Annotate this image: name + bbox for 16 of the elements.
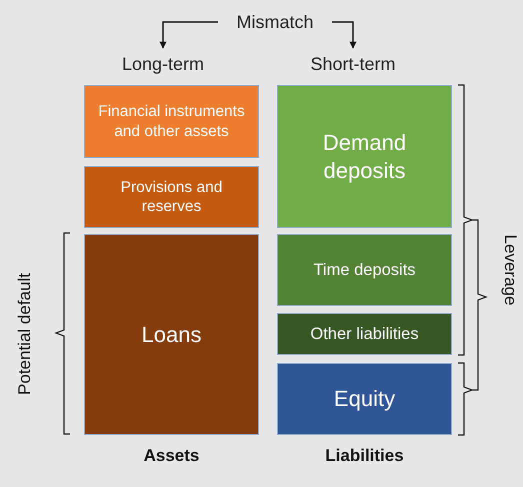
arrow	[332, 21, 356, 49]
arrow	[160, 21, 218, 49]
column-heading: Long-term	[108, 48, 218, 80]
bracket-label: Potential default	[14, 272, 35, 397]
asset-block: Provisions and reserves	[84, 166, 259, 228]
asset-block: Financial instruments and other assets	[84, 85, 259, 158]
column-heading: Short-term	[297, 48, 409, 80]
heading-text: Mismatch	[220, 8, 330, 36]
axis-label: Assets	[142, 445, 200, 467]
bracket-label: Leverage	[500, 234, 521, 308]
liability-block: Other liabilities	[277, 313, 452, 355]
equity-block: Equity	[277, 363, 452, 435]
liability-block: Demand deposits	[277, 85, 452, 228]
axis-label: Liabilities	[324, 445, 405, 467]
asset-block: Loans	[84, 234, 259, 435]
liability-block: Time deposits	[277, 234, 452, 306]
